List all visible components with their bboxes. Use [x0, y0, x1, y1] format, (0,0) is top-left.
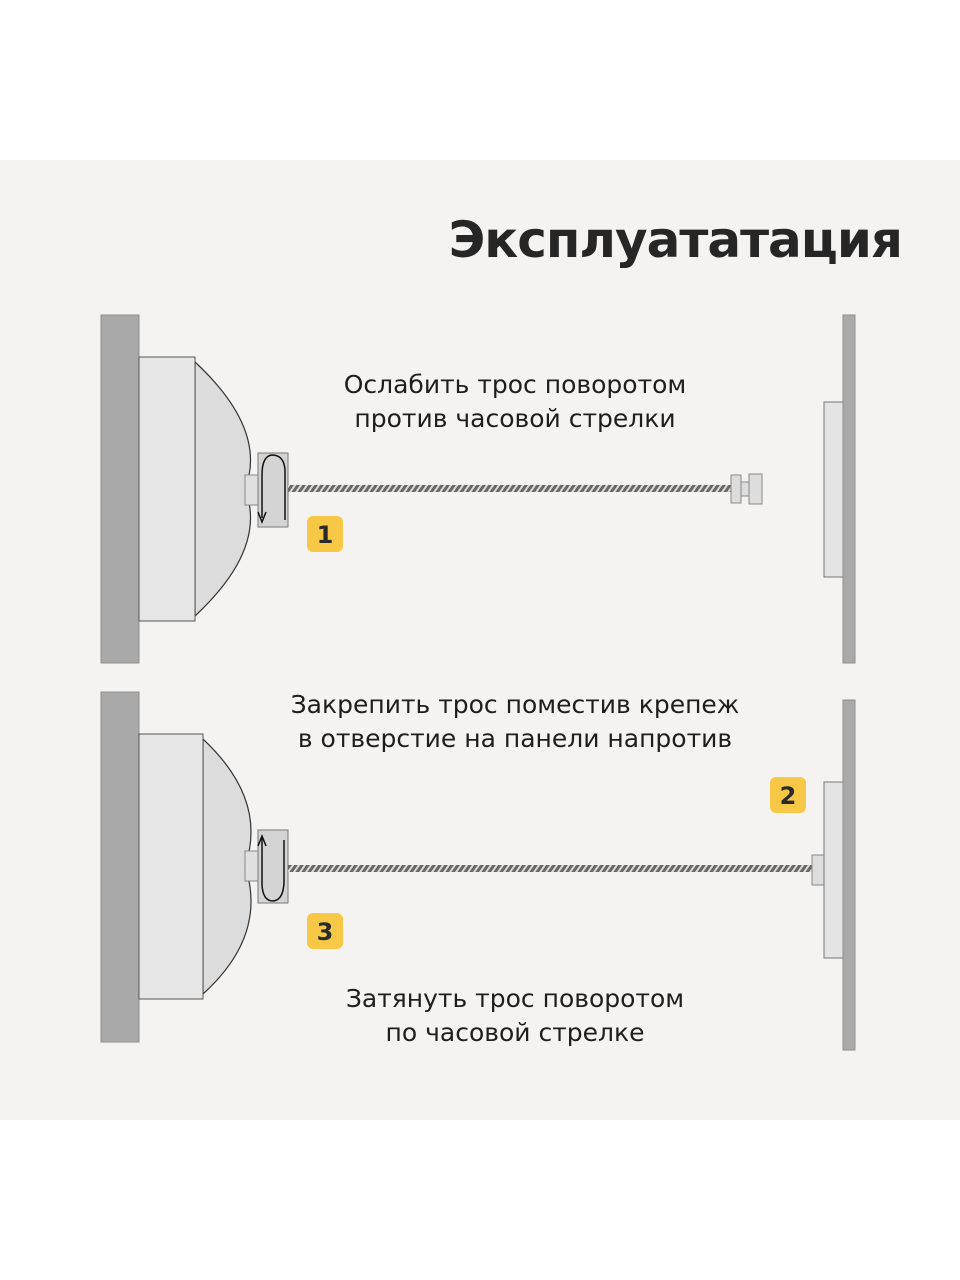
step-number: 1: [317, 521, 334, 549]
left-wall: [100, 691, 140, 1043]
step-caption: против часовой стрелки: [354, 404, 675, 433]
step-caption: Затянуть трос поворотом: [346, 984, 684, 1013]
arrow-head-icon: [257, 511, 267, 525]
step-number: 3: [317, 918, 334, 946]
step-badge-2: [770, 777, 806, 813]
cable: [288, 485, 732, 492]
fitting-cap: [748, 473, 763, 505]
cable-end-fitting: [730, 474, 742, 504]
scene-loosen: 1 Ослабить трос поворотом против часовой…: [100, 314, 856, 664]
opposite-plate: [823, 781, 844, 959]
step-badge-3: [307, 913, 343, 949]
device-body: [138, 356, 196, 622]
scene-fasten: 2 3 Закрепить трос поместив крепеж в отв…: [100, 690, 856, 1051]
right-wall: [842, 314, 856, 664]
clockwise-arrow-icon: [261, 838, 285, 902]
cable: [288, 865, 812, 872]
step-badge-1: [307, 516, 343, 552]
fitting-neck: [740, 481, 750, 497]
device-body: [138, 733, 204, 1000]
left-wall: [100, 314, 140, 664]
page-title: Эксплуататация: [449, 211, 902, 269]
step-number: 2: [780, 782, 797, 810]
arrow-head-icon: [257, 833, 267, 847]
counterclockwise-arrow-icon: [261, 454, 286, 520]
right-wall: [842, 699, 856, 1051]
step-caption: в отверстие на панели напротив: [298, 724, 732, 753]
cable-end-fitting: [811, 854, 825, 886]
opposite-plate: [823, 401, 844, 578]
step-caption: Ослабить трос поворотом: [344, 370, 687, 399]
step-caption: по часовой стрелке: [386, 1018, 645, 1047]
shaft: [244, 850, 259, 882]
step-caption: Закрепить трос поместив крепеж: [291, 690, 740, 719]
shaft: [244, 474, 259, 506]
